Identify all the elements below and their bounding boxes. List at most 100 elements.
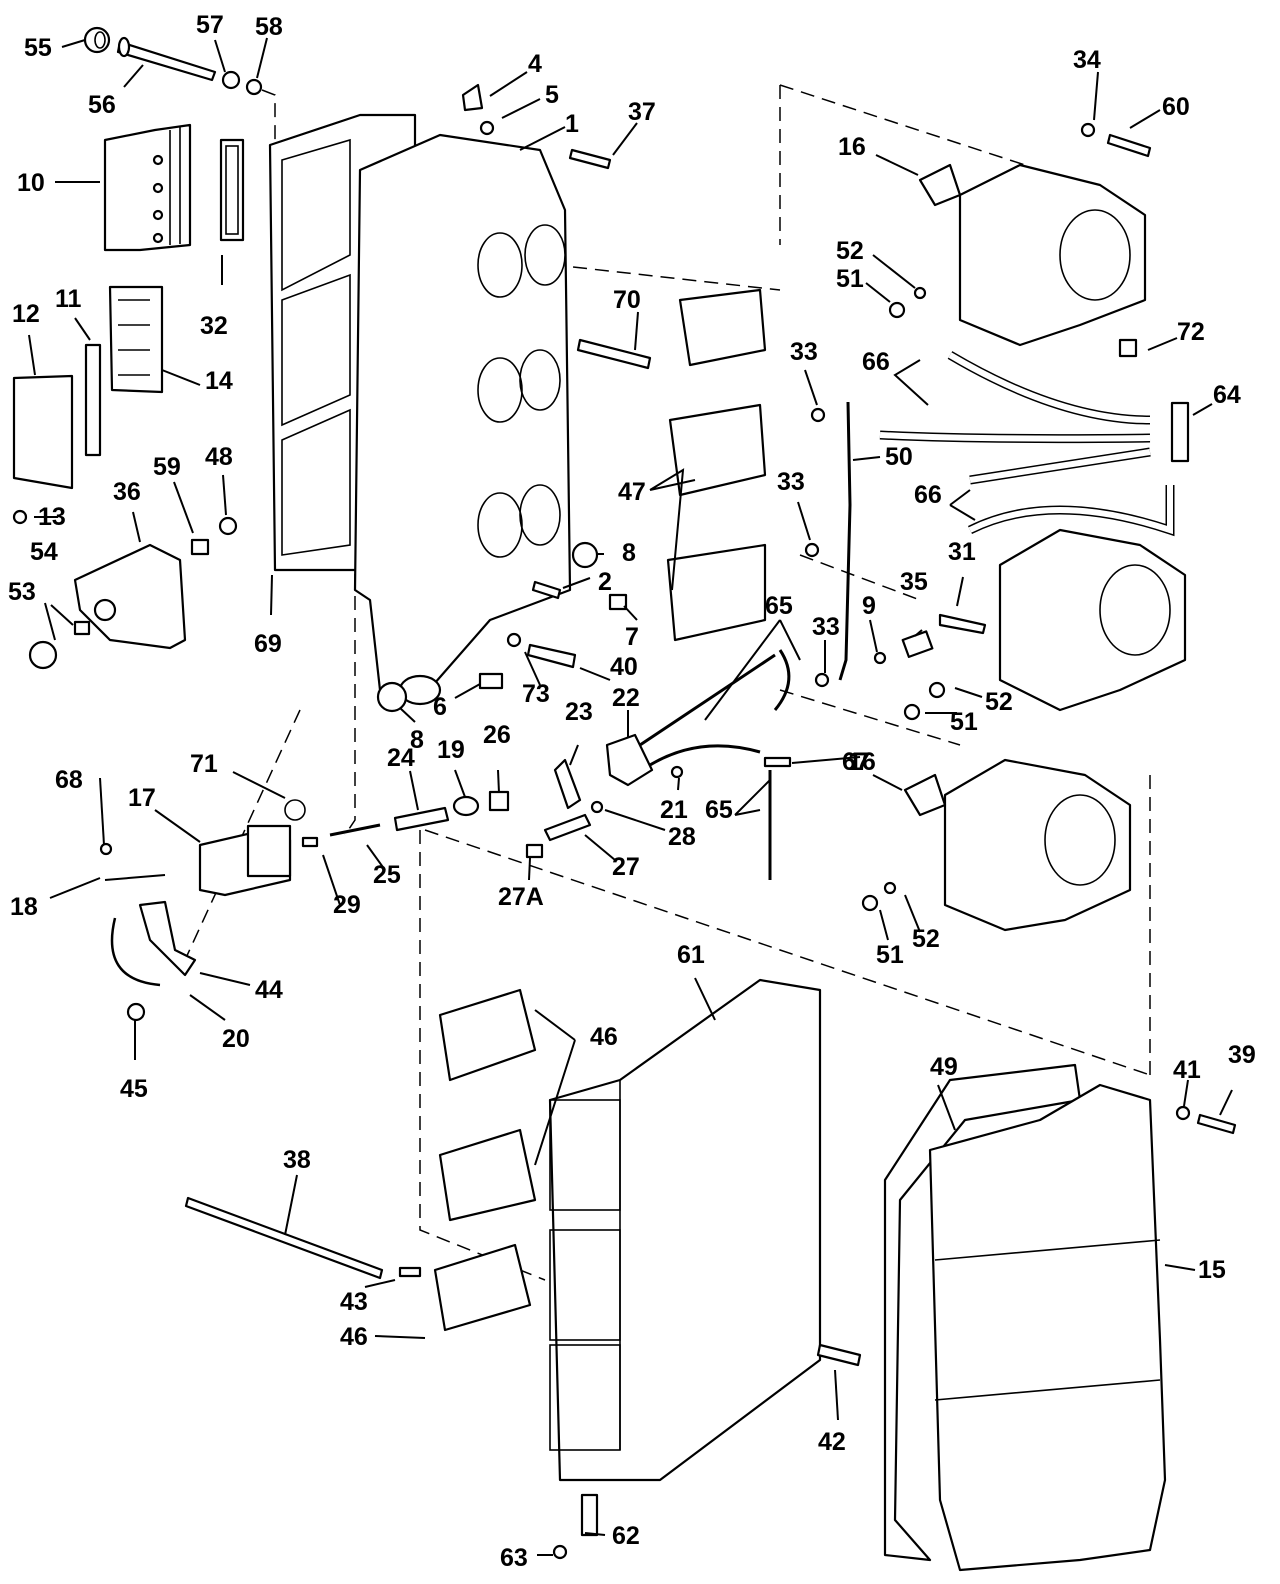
callout-8: 8 (622, 539, 636, 567)
part-16-lever-top (918, 163, 962, 207)
part-50-link-rod (838, 401, 852, 681)
part-73-washer (506, 632, 522, 648)
callout-60: 60 (1162, 93, 1190, 121)
callout-21: 21 (660, 796, 688, 824)
part-63-screw (552, 1544, 568, 1560)
part-26-nut (488, 790, 510, 812)
callout-12: 12 (12, 300, 40, 328)
callout-52: 52 (912, 925, 940, 953)
callout-51: 51 (950, 708, 978, 736)
part-carburetor-top (958, 163, 1147, 347)
callout-39: 39 (1228, 1041, 1256, 1069)
callout-24: 24 (387, 744, 415, 772)
callout-41: 41 (1173, 1056, 1201, 1084)
part-48-washer (218, 516, 238, 536)
callout-50: 50 (885, 443, 913, 471)
part-46-gaskets-upper (438, 988, 537, 1222)
callout-29: 29 (333, 891, 361, 919)
part-8-plug-upper (571, 541, 599, 569)
callout-68: 68 (55, 766, 83, 794)
callout-10: 10 (17, 169, 45, 197)
callout-61: 61 (677, 941, 705, 969)
part-16-lever-bottom (903, 773, 947, 817)
callout-48: 48 (205, 443, 233, 471)
part-22-fuel-pump (605, 733, 654, 787)
part-32-gasket (219, 138, 245, 242)
part-46-gasket-lower (433, 1243, 532, 1332)
callout-15: 15 (1198, 1256, 1226, 1284)
callout-31: 31 (948, 538, 976, 566)
part-23-diaphragm (553, 758, 582, 810)
callout-35: 35 (900, 568, 928, 596)
part-61-adapter-plate (548, 978, 822, 1482)
part-6-fitting (478, 672, 504, 690)
part-52-washer-top (913, 286, 927, 300)
part-2-pin (531, 580, 562, 600)
part-51-screw-middle (903, 703, 921, 721)
part-carburetor-middle (998, 528, 1187, 712)
part-19-spring (452, 795, 480, 817)
callout-32: 32 (200, 312, 228, 340)
part-64-manifold-fitting (1170, 401, 1190, 463)
part-42-screw (816, 1343, 862, 1367)
callout-7: 7 (625, 623, 639, 651)
part-12-reed-plate (12, 374, 74, 490)
part-29-spring (301, 836, 319, 848)
part-18-lead (104, 874, 166, 881)
callout-52: 52 (985, 688, 1013, 716)
callout-18: 18 (10, 893, 38, 921)
part-40-screw (526, 643, 577, 669)
callout-11: 11 (55, 285, 82, 313)
callout-73: 73 (522, 680, 550, 708)
part-11-reed-stop (84, 343, 102, 457)
callout-20: 20 (222, 1025, 250, 1053)
part-47-gaskets (666, 288, 767, 642)
callout-55: 55 (24, 34, 52, 62)
part-43-pin (398, 1266, 422, 1278)
callout-34: 34 (1073, 46, 1101, 74)
part-41-washer (1175, 1105, 1191, 1121)
part-27a-fitting (525, 843, 544, 859)
part-57-nut (221, 70, 241, 90)
part-44-bracket (138, 900, 197, 977)
part-65-hoses (639, 649, 791, 880)
callout-36: 36 (113, 478, 141, 506)
callout-44: 44 (255, 976, 283, 1004)
callout-33: 33 (790, 338, 818, 366)
callout-59: 59 (153, 453, 181, 481)
callout-67: 67 (842, 748, 870, 776)
callout-46: 46 (590, 1023, 618, 1051)
part-8-plug-lower (376, 681, 408, 713)
callout-65: 65 (765, 592, 793, 620)
part-31-lever (938, 613, 987, 635)
callout-13: 13 (38, 503, 66, 531)
part-66-hoses (879, 351, 1175, 537)
callout-16: 16 (838, 133, 866, 161)
callout-37: 37 (628, 98, 656, 126)
part-33-clips (804, 407, 830, 688)
callout-43: 43 (340, 1288, 368, 1316)
part-14-reed-petals (108, 285, 164, 394)
callout-64: 64 (1213, 381, 1241, 409)
part-60-screw (1106, 133, 1152, 158)
part-51-screw-top (888, 301, 906, 319)
part-67-tee (763, 756, 792, 768)
callout-66: 66 (862, 348, 890, 376)
callout-5: 5 (545, 81, 559, 109)
callout-66: 66 (914, 481, 942, 509)
callout-17: 17 (128, 784, 156, 812)
callout-38: 38 (283, 1146, 311, 1174)
part-25-rod (329, 823, 381, 837)
part-54-nut (73, 620, 91, 636)
part-13-screw (12, 509, 28, 525)
callout-52: 52 (836, 237, 864, 265)
callout-70: 70 (613, 286, 641, 314)
part-10-cover (103, 123, 192, 252)
callout-8: 8 (410, 726, 424, 754)
part-21-screw (670, 765, 684, 779)
part-28-o-ring (590, 800, 604, 814)
callout-69: 69 (254, 630, 282, 658)
callout-51: 51 (836, 265, 864, 293)
part-20-ground-wire (110, 917, 161, 987)
